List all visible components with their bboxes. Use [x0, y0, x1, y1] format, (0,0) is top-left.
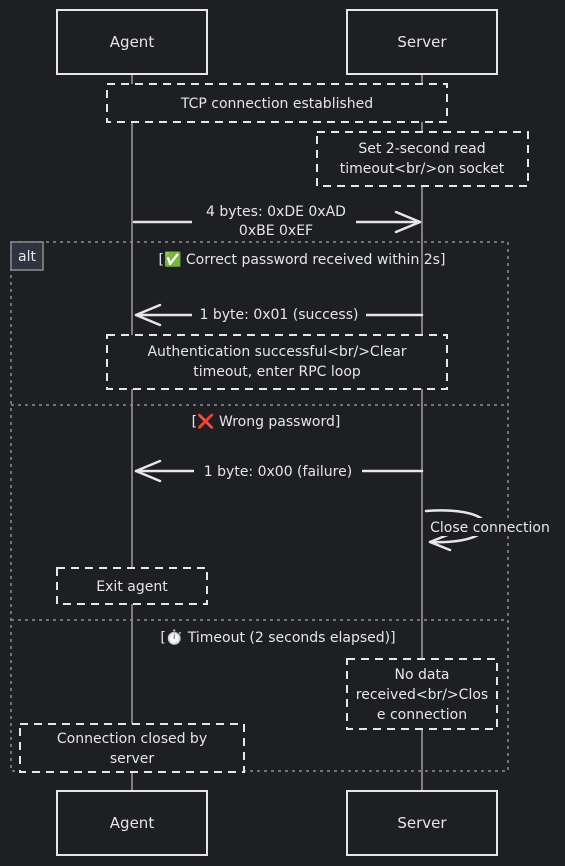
participant-server-bottom[interactable]: Server — [346, 790, 498, 856]
message-failure: 1 byte: 0x00 (failure) — [134, 459, 424, 483]
note-nodata-line1: No data — [394, 667, 449, 683]
message-success: 1 byte: 0x01 (success) — [134, 303, 424, 327]
note-nodata-line3: e connection — [377, 707, 467, 723]
note-tcp-text: TCP connection established — [180, 96, 373, 112]
alt-branch-correct: [✅ Correct password received within 2s] — [159, 251, 446, 268]
participant-agent-bottom-label: Agent — [110, 814, 155, 832]
note-connection-closed: Connection closed by server — [19, 723, 245, 773]
participant-server-top[interactable]: Server — [346, 9, 498, 75]
participant-agent-top[interactable]: Agent — [56, 9, 208, 75]
participant-server-bottom-label: Server — [397, 814, 447, 832]
note-exit-agent: Exit agent — [56, 567, 208, 605]
note-auth-line1: Authentication successful<br/>Clear — [147, 344, 406, 360]
note-closed-line2: server — [110, 751, 155, 767]
note-nodata-line2: received<br/>Clos — [356, 687, 488, 703]
message-send-bytes: 4 bytes: 0xDE 0xAD 0xBE 0xEF — [132, 203, 422, 239]
participant-agent-label: Agent — [110, 33, 155, 51]
note-auth-line2: timeout, enter RPC loop — [193, 364, 361, 380]
alt-tag: alt — [18, 249, 36, 265]
message-failure-text: 1 byte: 0x00 (failure) — [204, 464, 352, 480]
participant-server-label: Server — [397, 33, 447, 51]
message-close-connection: Close connection — [424, 509, 554, 552]
note-no-data: No data received<br/>Clos e connection — [346, 658, 498, 730]
alt-frame — [10, 241, 509, 772]
note-exit-text: Exit agent — [96, 579, 168, 595]
message-send-line1: 4 bytes: 0xDE 0xAD — [206, 204, 346, 220]
note-closed-line1: Connection closed by — [57, 731, 207, 747]
note-tcp-connection: TCP connection established — [106, 83, 448, 123]
note-set-timeout: Set 2-second read timeout<br/>on socket — [316, 131, 529, 187]
note-timeout-line1: Set 2-second read — [358, 141, 485, 157]
message-close-text: Close connection — [430, 520, 550, 536]
note-auth-successful: Authentication successful<br/>Clear time… — [106, 334, 448, 390]
alt-branch-timeout: [⏱️ Timeout (2 seconds elapsed)] — [160, 629, 395, 646]
alt-tag-box — [10, 241, 44, 271]
note-timeout-line2: timeout<br/>on socket — [340, 161, 505, 177]
message-send-line2: 0xBE 0xEF — [239, 223, 313, 239]
participant-agent-bottom[interactable]: Agent — [56, 790, 208, 856]
alt-branch-wrong: [❌ Wrong password] — [192, 413, 341, 430]
message-success-text: 1 byte: 0x01 (success) — [200, 307, 359, 323]
